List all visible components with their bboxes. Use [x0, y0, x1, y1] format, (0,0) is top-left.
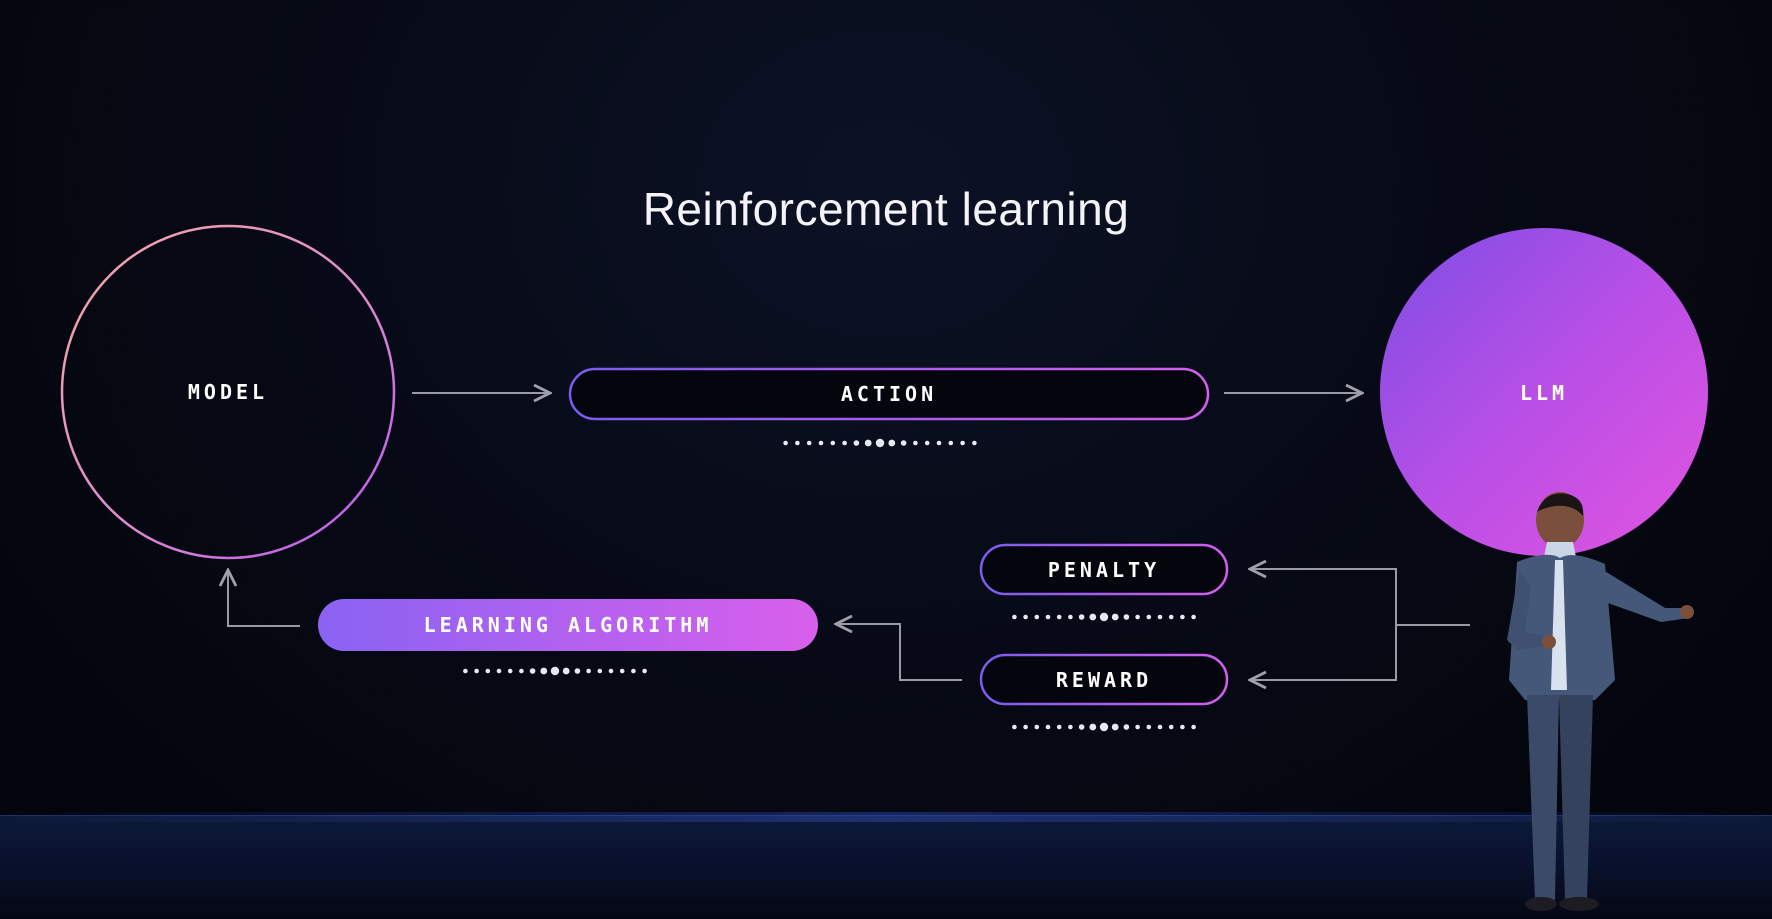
reward-pill [979, 653, 1229, 706]
progress-dot [972, 440, 977, 446]
progress-dot [485, 668, 491, 674]
reward-label: REWARD [1055, 668, 1153, 692]
learning-dots [463, 666, 647, 676]
progress-dot [540, 667, 548, 675]
progress-dot [1180, 724, 1185, 730]
progress-dot [1135, 614, 1140, 620]
arrow-reward-to-learning [836, 624, 962, 681]
progress-dot [1168, 724, 1174, 730]
progress-dot [631, 668, 636, 674]
progress-dot [1089, 723, 1097, 731]
progress-dot [842, 440, 847, 446]
progress-dot [960, 440, 965, 446]
action-label: ACTION [840, 382, 938, 406]
progress-dot [619, 668, 625, 674]
progress-dot [1068, 614, 1073, 620]
llm-label: LLM [1519, 381, 1569, 405]
progress-dot [562, 667, 570, 675]
penalty-label: PENALTY [1047, 558, 1161, 582]
progress-dot [1045, 614, 1051, 620]
progress-dot [1123, 614, 1130, 620]
model-node [60, 224, 396, 560]
progress-dot [875, 438, 885, 448]
progress-dot [1168, 614, 1174, 620]
progress-dot [900, 440, 907, 446]
progress-dot [1045, 724, 1051, 730]
progress-dot [1078, 724, 1085, 730]
presenter-figure [1507, 492, 1694, 911]
llm-node [1380, 228, 1708, 556]
progress-dot [507, 668, 513, 674]
progress-dot [1012, 724, 1017, 730]
reward-dots [1012, 722, 1196, 732]
progress-dot [913, 440, 918, 446]
progress-dot [597, 668, 603, 674]
progress-dot [1023, 614, 1028, 620]
progress-dot [1056, 614, 1062, 620]
progress-dot [1191, 724, 1196, 730]
progress-dot [924, 440, 930, 446]
progress-dot [1034, 614, 1040, 620]
progress-dot [1111, 723, 1119, 731]
progress-dot [496, 668, 502, 674]
progress-dot [1123, 724, 1130, 730]
progress-dot [1111, 613, 1119, 621]
progress-dot [1056, 724, 1062, 730]
penalty-pill [979, 543, 1229, 596]
progress-dot [1146, 614, 1152, 620]
progress-dot [1034, 724, 1040, 730]
progress-dot [1012, 614, 1017, 620]
stage-edge-glow [0, 812, 1772, 822]
progress-dot [474, 668, 479, 674]
progress-dot [608, 668, 614, 674]
progress-dot [818, 440, 824, 446]
penalty-dots [1012, 612, 1196, 622]
progress-dot [463, 668, 468, 674]
progress-dot [1078, 614, 1085, 620]
stage-floor [0, 815, 1772, 919]
arrow-llm-to-reward [1250, 625, 1397, 680]
progress-dot [1068, 724, 1073, 730]
progress-dot [888, 439, 896, 447]
arrow-learning-to-model [228, 570, 300, 627]
arrow-llm-to-penalty [1250, 569, 1470, 626]
progress-dot [519, 668, 524, 674]
progress-dot [1089, 613, 1097, 621]
progress-dot [806, 440, 812, 446]
slide-title: Reinforcement learning [642, 183, 1130, 235]
progress-dot [550, 666, 560, 676]
learning-algorithm-pill [318, 599, 818, 651]
progress-dot [948, 440, 954, 446]
progress-dot [1180, 614, 1185, 620]
model-label: MODEL [187, 380, 269, 404]
progress-dot [853, 440, 860, 446]
action-pill [568, 367, 1210, 421]
progress-dot [586, 668, 591, 674]
progress-dot [936, 440, 942, 446]
action-dots [783, 438, 977, 448]
learning-algorithm-label: LEARNING ALGORITHM [423, 613, 713, 637]
progress-dot [830, 440, 836, 446]
progress-dot [1099, 612, 1109, 622]
progress-dot [795, 440, 800, 446]
progress-dot [1157, 614, 1163, 620]
progress-dot [1135, 724, 1140, 730]
progress-dot [529, 668, 536, 674]
progress-dot [1146, 724, 1152, 730]
progress-dot [1191, 614, 1196, 620]
progress-dot [1023, 724, 1028, 730]
progress-dot [783, 440, 788, 446]
progress-dot [864, 439, 872, 447]
progress-dot [1099, 722, 1109, 732]
progress-dot [1157, 724, 1163, 730]
progress-dot [642, 668, 647, 674]
progress-dot [574, 668, 581, 674]
